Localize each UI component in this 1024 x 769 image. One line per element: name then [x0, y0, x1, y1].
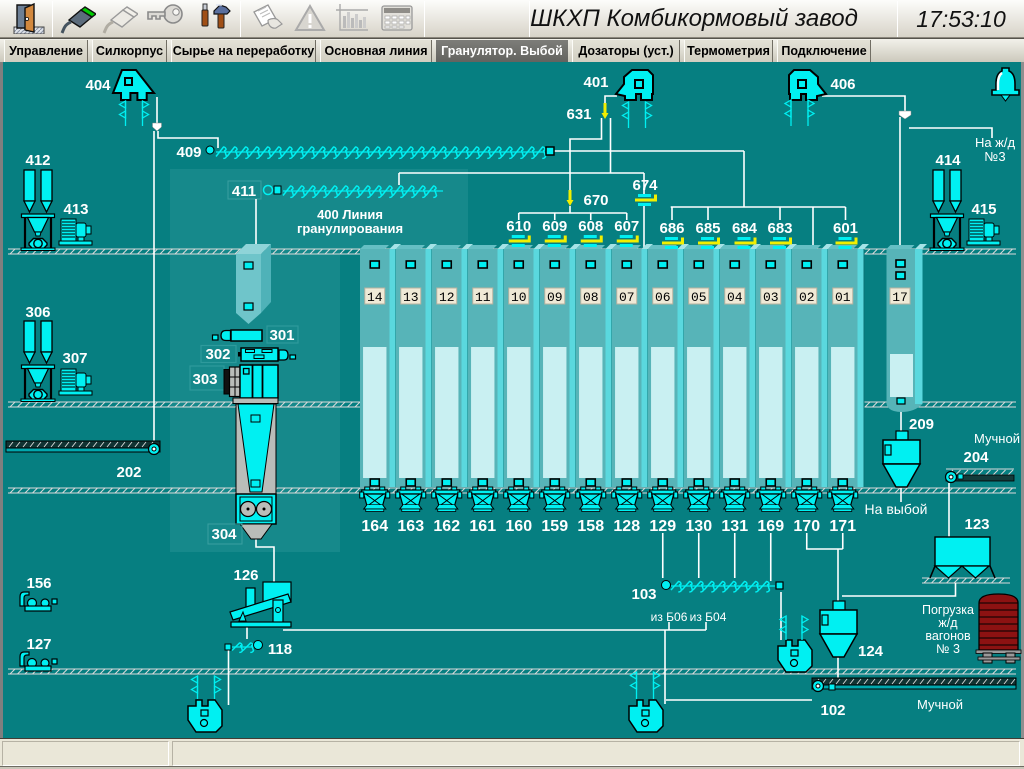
svg-text:08: 08 — [583, 290, 599, 305]
svg-text:17: 17 — [892, 290, 908, 305]
svg-text:169: 169 — [757, 518, 784, 535]
svg-text:Мучной: Мучной — [917, 697, 963, 712]
svg-text:05: 05 — [691, 290, 707, 305]
svg-text:202: 202 — [116, 464, 141, 481]
svg-text:301: 301 — [269, 327, 294, 344]
svg-text:413: 413 — [63, 201, 88, 218]
svg-text:415: 415 — [971, 201, 996, 218]
svg-text:123: 123 — [964, 516, 989, 533]
svg-text:204: 204 — [963, 449, 989, 466]
svg-text:631: 631 — [566, 106, 591, 123]
svg-text:вагонов: вагонов — [925, 629, 971, 643]
svg-text:02: 02 — [799, 290, 815, 305]
svg-text:10: 10 — [511, 290, 527, 305]
svg-text:400 Линия: 400 Линия — [317, 207, 383, 222]
svg-text:601: 601 — [833, 220, 858, 237]
svg-text:156: 156 — [26, 575, 51, 592]
svg-text:из Б04: из Б04 — [690, 610, 727, 624]
svg-text:13: 13 — [403, 290, 419, 305]
svg-text:171: 171 — [829, 518, 856, 535]
svg-text:12: 12 — [439, 290, 455, 305]
svg-text:129: 129 — [649, 518, 676, 535]
svg-text:118: 118 — [268, 641, 292, 658]
svg-text:610: 610 — [506, 218, 531, 235]
svg-text:14: 14 — [367, 290, 383, 305]
svg-text:684: 684 — [732, 220, 758, 237]
svg-text:304: 304 — [211, 526, 237, 543]
svg-text:609: 609 — [542, 218, 567, 235]
svg-text:412: 412 — [25, 152, 50, 169]
svg-text:из Б06: из Б06 — [651, 610, 688, 624]
svg-text:683: 683 — [767, 220, 792, 237]
svg-text:401: 401 — [583, 74, 608, 91]
svg-text:127: 127 — [26, 636, 51, 653]
svg-text:306: 306 — [25, 304, 50, 321]
svg-text:03: 03 — [763, 290, 779, 305]
svg-text:162: 162 — [433, 518, 460, 535]
svg-text:414: 414 — [935, 152, 961, 169]
svg-text:07: 07 — [619, 290, 635, 305]
svg-text:302: 302 — [205, 346, 230, 363]
svg-text:411: 411 — [232, 183, 256, 200]
svg-text:670: 670 — [583, 192, 608, 209]
svg-text:158: 158 — [577, 518, 604, 535]
svg-text:06: 06 — [655, 290, 671, 305]
svg-text:01: 01 — [835, 290, 851, 305]
svg-text:Мучной: Мучной — [974, 431, 1020, 446]
svg-text:608: 608 — [578, 218, 603, 235]
svg-text:170: 170 — [793, 518, 820, 535]
svg-text:128: 128 — [613, 518, 640, 535]
svg-text:303: 303 — [192, 371, 217, 388]
svg-text:Погрузка: Погрузка — [922, 603, 974, 617]
svg-text:209: 209 — [909, 416, 934, 433]
svg-text:На выбой: На выбой — [865, 501, 928, 517]
svg-text:164: 164 — [361, 518, 388, 535]
svg-text:103: 103 — [631, 586, 656, 603]
svg-text:09: 09 — [547, 290, 563, 305]
svg-text:674: 674 — [632, 177, 658, 194]
svg-text:163: 163 — [397, 518, 424, 535]
svg-text:гранулирования: гранулирования — [297, 221, 403, 236]
svg-text:159: 159 — [541, 518, 568, 535]
svg-text:124: 124 — [858, 643, 884, 660]
svg-text:На ж/д: На ж/д — [975, 135, 1016, 150]
svg-text:686: 686 — [659, 220, 684, 237]
svg-text:409: 409 — [176, 144, 201, 161]
svg-text:161: 161 — [469, 518, 496, 535]
svg-text:131: 131 — [721, 518, 748, 535]
svg-text:№ 3: № 3 — [936, 642, 960, 656]
svg-text:11: 11 — [475, 290, 491, 305]
svg-text:685: 685 — [695, 220, 720, 237]
svg-text:404: 404 — [85, 77, 111, 94]
svg-text:ж/д: ж/д — [938, 616, 958, 630]
svg-text:307: 307 — [62, 350, 87, 367]
svg-text:160: 160 — [505, 518, 532, 535]
svg-text:406: 406 — [830, 76, 855, 93]
svg-text:126: 126 — [233, 567, 258, 584]
svg-text:607: 607 — [614, 218, 639, 235]
svg-text:№3: №3 — [984, 149, 1005, 164]
svg-text:130: 130 — [685, 518, 712, 535]
svg-text:102: 102 — [820, 702, 845, 719]
svg-text:04: 04 — [727, 290, 743, 305]
